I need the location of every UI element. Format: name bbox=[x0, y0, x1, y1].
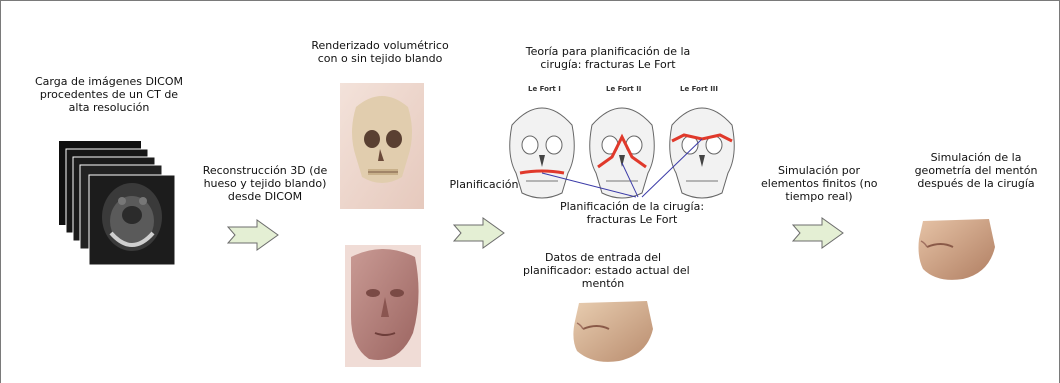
chin-current-state-image bbox=[567, 299, 657, 365]
skull-lefort-3 bbox=[670, 108, 735, 198]
skull-volume-render-image bbox=[336, 77, 428, 213]
postop-simulation-label: Simulación de la geometría del mentón de… bbox=[901, 151, 1051, 190]
planning-caption-label: Planificación de la cirugía: fracturas L… bbox=[557, 200, 707, 226]
skull-lefort-2 bbox=[590, 108, 655, 198]
flow-arrow-2 bbox=[453, 217, 505, 249]
flow-arrow-1 bbox=[227, 219, 279, 251]
flow-arrow-3 bbox=[792, 217, 844, 249]
planner-input-label: Datos de entrada del planificador: estad… bbox=[523, 251, 683, 290]
ct-slice-stack-image bbox=[59, 141, 179, 271]
step-reconstruction-label: Reconstrucción 3D (de hueso y tejido bla… bbox=[185, 164, 345, 203]
ct-slice-front bbox=[89, 175, 175, 265]
chin-postop-image bbox=[915, 217, 997, 283]
skull-lefort-1 bbox=[510, 108, 575, 198]
head-soft-tissue-render-image bbox=[339, 237, 427, 375]
fem-simulation-label: Simulación por elementos finitos (no tie… bbox=[761, 164, 877, 203]
lefort-theory-label: Teoría para planificación de la cirugía:… bbox=[513, 45, 703, 71]
volume-render-label: Renderizado volumétrico con o sin tejido… bbox=[305, 39, 455, 65]
step-load-dicom-label: Carga de imágenes DICOM procedentes de u… bbox=[9, 75, 209, 114]
